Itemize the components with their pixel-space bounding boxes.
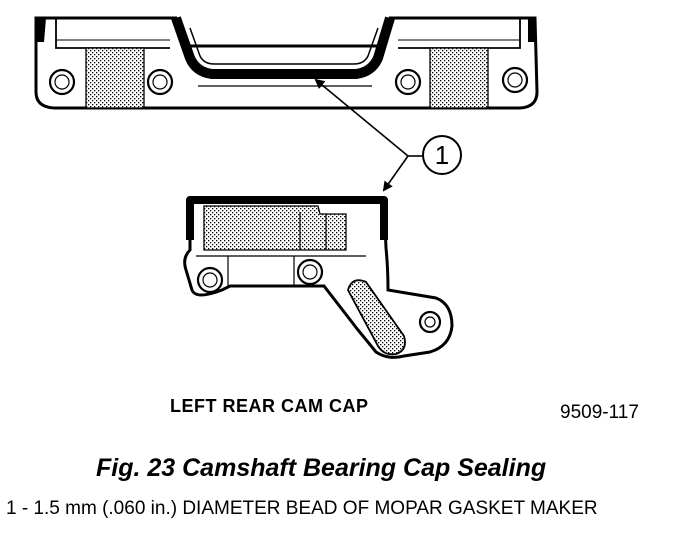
figure-id: 9509-117 (560, 402, 639, 423)
sealant-bead-upper (171, 16, 395, 79)
left-rear-cam-cap (183, 196, 454, 359)
bolt-hole (501, 66, 529, 94)
bolt-hole (196, 266, 224, 294)
bolt-hole (146, 68, 174, 96)
bolt-hole (418, 310, 442, 334)
upper-cam-cap (34, 16, 539, 110)
figure-legend: 1 - 1.5 mm (.060 in.) DIAMETER BEAD OF M… (6, 498, 598, 519)
callout-circle (422, 135, 462, 175)
figure-caption: Fig. 23 Camshaft Bearing Cap Sealing (96, 454, 547, 482)
sealant-bead-lower (186, 196, 388, 240)
bolt-hole (424, 316, 436, 328)
bolt-hole (507, 72, 523, 88)
bolt-hole (202, 272, 218, 288)
bolt-hole (400, 74, 416, 90)
bolt-hole (48, 68, 76, 96)
bolt-hole (296, 258, 324, 286)
bolt-hole (394, 68, 422, 96)
upper-cap-bearing-right (429, 47, 489, 109)
leader-arrow-upper (314, 78, 409, 157)
bolt-hole (302, 264, 318, 280)
sealant-corner (528, 18, 536, 42)
bolt-hole (54, 74, 70, 90)
lower-cap-bearing (203, 205, 347, 251)
leader-arrow-lower (382, 155, 409, 192)
callout-leaders: 1 (314, 78, 462, 192)
upper-cap-channel-inner (189, 27, 379, 65)
upper-cap-bearing-left (85, 47, 145, 109)
callout-number: 1 (435, 140, 449, 170)
bolt-hole (152, 74, 168, 90)
lower-cap-oil-slot (347, 279, 406, 356)
part-label: LEFT REAR CAM CAP (170, 396, 369, 416)
sealant-corner (36, 18, 46, 42)
